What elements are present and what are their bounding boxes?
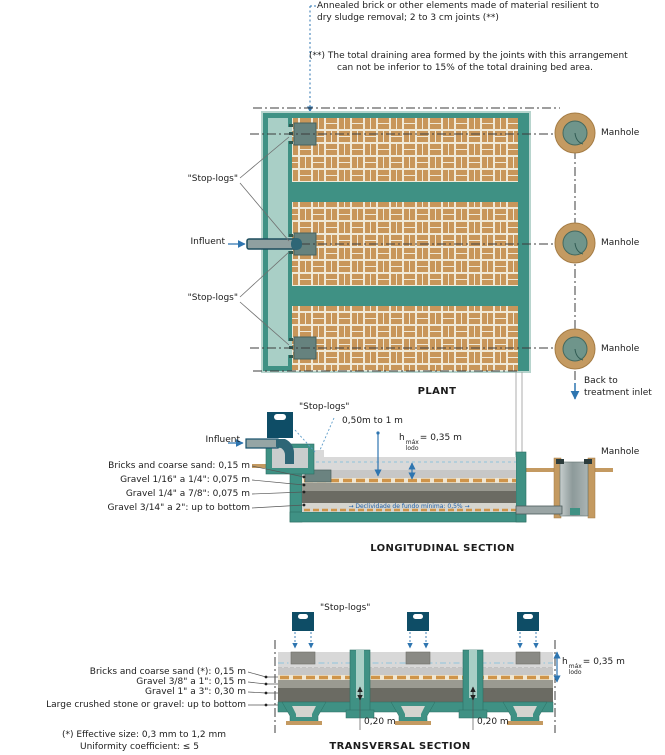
stop-logs-label-1: "Stop-logs" <box>187 174 238 184</box>
manhole-structure <box>515 457 596 519</box>
layer-label-trans-2: Gravel 3/8" a 1": 0,15 m <box>136 677 246 687</box>
layer-label-long-2: Gravel 1/16" a 1/4": 0,075 m <box>120 475 250 485</box>
manhole-label-longitudinal: Manhole <box>601 447 640 457</box>
drying-bed-3 <box>292 306 518 371</box>
manhole-label-3: Manhole <box>601 344 640 354</box>
inlet-assembly <box>228 412 335 475</box>
wall-dim-label-1: 0,20 m <box>364 717 396 727</box>
transversal-section <box>247 612 561 733</box>
manhole-cylinder <box>559 461 589 517</box>
brick-annotation-line2: dry sludge removal; 2 to 3 cm joints (**… <box>317 13 499 23</box>
gravel-coarse-layer <box>278 688 553 702</box>
sand-layer <box>302 470 516 478</box>
layer-label-trans-3: Gravel 1" a 3": 0,30 m <box>145 687 246 697</box>
sand-layer <box>278 668 553 675</box>
footnote-line1: (*) Effective size: 0,3 mm to 1,2 mm <box>62 730 227 740</box>
stop-log-dotted-leaders <box>294 417 335 453</box>
manholes <box>554 112 596 370</box>
bed-layers-transversal <box>278 651 553 702</box>
drain-pipe <box>515 505 563 515</box>
ground-line-mid <box>526 468 554 472</box>
ground-line-right <box>595 468 613 472</box>
influent-label-plan: Influent <box>190 237 225 247</box>
pipe-elbow <box>276 439 295 464</box>
back-to-label-line2: treatment inlet <box>584 388 652 398</box>
stop-log-handle <box>407 612 429 631</box>
bottom-shell <box>277 701 554 725</box>
manhole-label-1: Manhole <box>601 128 640 138</box>
longitudinal-section-title: LONGITUDINAL SECTION <box>370 543 515 554</box>
layer-leaders-longitudinal <box>251 465 306 509</box>
draining-note-line1: (**) The total draining area formed by t… <box>309 51 628 61</box>
shell-bottom <box>289 511 527 523</box>
influent-pipe-plan <box>228 238 302 250</box>
stop-logs-leaders <box>239 136 290 346</box>
brick-annotation-line1: Annealed brick or other elements made of… <box>317 1 599 11</box>
stop-logs-label-transversal: "Stop-logs" <box>320 603 371 613</box>
stop-logs-label-2: "Stop-logs" <box>187 293 238 303</box>
gate-block <box>515 651 541 665</box>
stop-log-handle <box>292 612 314 631</box>
slope-note: → Declividade de fundo mínima: 0,5% → <box>348 503 470 510</box>
gate-block <box>405 651 431 665</box>
gate-block <box>290 651 316 665</box>
manhole-label-2: Manhole <box>601 238 640 248</box>
stop-logs-label-longitudinal: "Stop-logs" <box>299 402 350 412</box>
footnote-line2: Uniformity coefficient: ≤ 5 <box>80 742 199 752</box>
layer-label-long-4: Gravel 3/14" a 2": up to bottom <box>107 503 250 513</box>
influent-label-longitudinal: Influent <box>205 435 240 445</box>
stop-log-guides <box>292 632 539 649</box>
draining-note-line2: can not be inferior to 15% of the total … <box>337 63 593 73</box>
plant-view <box>228 5 596 400</box>
wall-dimensions <box>357 651 561 730</box>
drying-bed-1 <box>292 118 518 182</box>
stop-log-handles <box>292 612 539 649</box>
wall-dim-label-2: 0,20 m <box>477 717 509 727</box>
back-to-label-line1: Back to <box>584 376 618 386</box>
layer-leaders-transversal <box>247 671 278 707</box>
freeboard-layer <box>302 457 516 470</box>
gravel-coarse-layer <box>302 491 516 503</box>
bottom-drain-layer <box>302 503 516 512</box>
layer-label-trans-1: Bricks and coarse sand (*): 0,15 m <box>89 667 246 677</box>
longitudinal-section <box>228 372 613 523</box>
depth-range-label: 0,50m to 1 m <box>342 416 403 426</box>
longitudinal-dimensions <box>374 431 416 480</box>
layer-label-long-3: Gravel 1/4" a 7/8": 0,075 m <box>125 489 250 499</box>
layer-label-trans-4: Large crushed stone or gravel: up to bot… <box>46 700 246 710</box>
plant-title: PLANT <box>417 386 457 397</box>
gravel-fine-layer <box>302 483 516 491</box>
influent-pipe-section <box>245 438 279 449</box>
layer-label-long-1: Bricks and coarse sand: 0,15 m <box>108 461 250 471</box>
transversal-section-title: TRANSVERSAL SECTION <box>329 741 471 752</box>
centerlines <box>250 107 576 398</box>
stop-log-handle <box>517 612 539 631</box>
gravel-fine-layer <box>278 680 553 688</box>
